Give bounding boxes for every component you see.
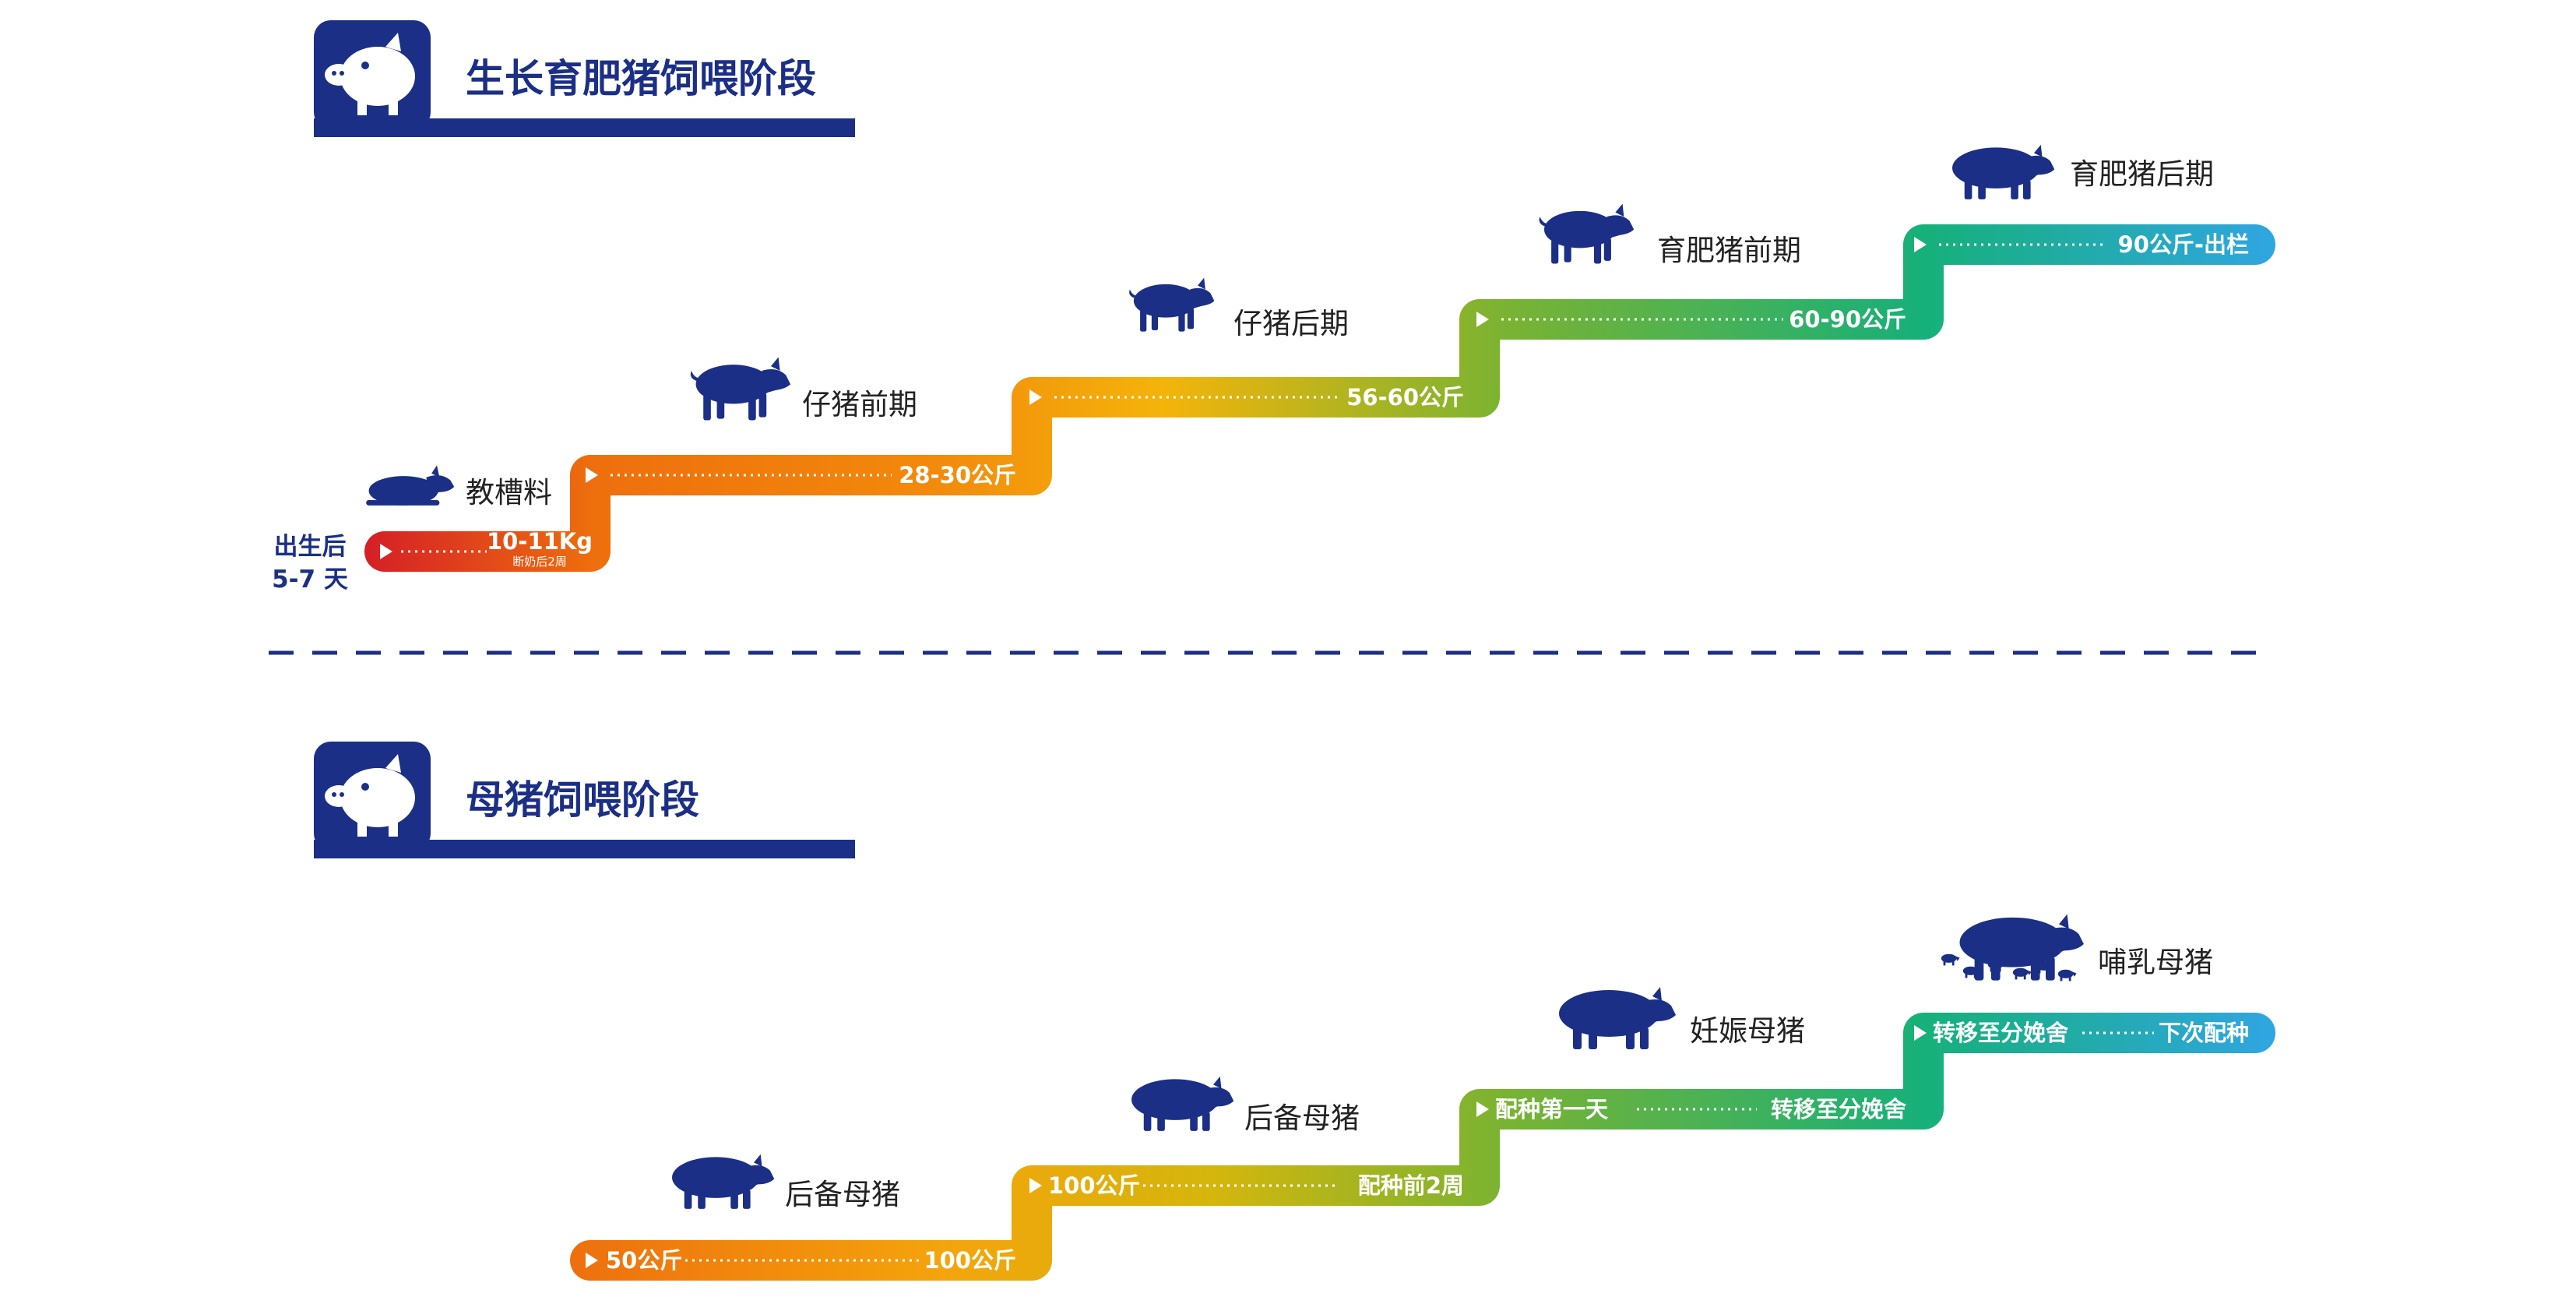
sow-stage2-start: 100公斤 bbox=[1048, 1172, 1141, 1199]
birth-label-line1: 出生后 bbox=[274, 533, 347, 561]
sow-stage3-start: 配种第一天 bbox=[1495, 1096, 1608, 1122]
pig-head-icon bbox=[314, 742, 431, 851]
sow-stage2-end: 配种前2周 bbox=[1358, 1172, 1464, 1199]
stage4-name: 育肥猪前期 bbox=[1657, 234, 1801, 267]
pig-icon bbox=[1539, 203, 1635, 264]
sow-step-markers bbox=[586, 1025, 2154, 1268]
sow-stair-path bbox=[570, 1013, 2275, 1281]
play-arrow-icon bbox=[1914, 1025, 1927, 1041]
sow-stage4-end: 下次配种 bbox=[2159, 1020, 2249, 1046]
sow-stage4-name: 哺乳母猪 bbox=[2098, 946, 2213, 979]
section2-title: 母猪饲喂阶段 bbox=[466, 777, 699, 823]
stage4-range: 60-90公斤 bbox=[1789, 306, 1906, 333]
sow-stage1-start: 50公斤 bbox=[606, 1247, 682, 1274]
play-arrow-icon bbox=[1914, 237, 1927, 252]
sow-stage1-name: 后备母猪 bbox=[785, 1178, 900, 1211]
sow-stage4-start: 转移至分娩舍 bbox=[1933, 1020, 2069, 1046]
stage1-note: 断奶后2周 bbox=[512, 555, 567, 569]
stage2-range: 28-30公斤 bbox=[899, 462, 1016, 488]
stage1-range: 10-11Kg bbox=[487, 528, 593, 555]
sow-stage1-end: 100公斤 bbox=[924, 1247, 1016, 1274]
play-arrow-icon bbox=[380, 544, 392, 559]
header-underline bbox=[314, 840, 855, 858]
section1-title: 生长育肥猪饲喂阶段 bbox=[466, 56, 816, 101]
pig-icon bbox=[1129, 277, 1215, 332]
growth-step-markers bbox=[380, 237, 2103, 559]
pig-head-icon bbox=[314, 20, 431, 129]
play-arrow-icon bbox=[1476, 312, 1489, 327]
nursing-sow-icon bbox=[1941, 914, 2084, 981]
piglet-lying-icon bbox=[366, 465, 455, 506]
sow-stage3-end: 转移至分娩舍 bbox=[1771, 1096, 1907, 1122]
play-arrow-icon bbox=[1029, 1178, 1042, 1193]
stage3-range: 56-60公斤 bbox=[1346, 384, 1464, 411]
stage1-name: 教槽料 bbox=[466, 476, 552, 509]
sow-stage3-name: 妊娠母猪 bbox=[1690, 1014, 1805, 1048]
fat-pig-icon bbox=[1952, 144, 2055, 199]
birth-label-line2: 5-7 天 bbox=[272, 566, 348, 594]
stage5-range: 90公斤-出栏 bbox=[2118, 231, 2249, 258]
play-arrow-icon bbox=[586, 467, 598, 483]
play-arrow-icon bbox=[586, 1253, 598, 1268]
section2-header: 母猪饲喂阶段 bbox=[314, 742, 855, 858]
section1-header: 生长育肥猪饲喂阶段 bbox=[314, 20, 855, 137]
pregnant-sow-icon bbox=[1559, 987, 1676, 1049]
sow-icon bbox=[1131, 1076, 1234, 1131]
sow-stage2-name: 后备母猪 bbox=[1244, 1101, 1360, 1135]
header-underline bbox=[314, 118, 855, 137]
piglet-icon bbox=[690, 357, 791, 421]
play-arrow-icon bbox=[1029, 389, 1042, 405]
sow-icon bbox=[672, 1154, 775, 1209]
stage5-name: 育肥猪后期 bbox=[2070, 157, 2214, 191]
play-arrow-icon bbox=[1476, 1101, 1489, 1117]
growth-stair-path bbox=[364, 224, 2275, 572]
stage2-name: 仔猪前期 bbox=[802, 388, 917, 421]
stage3-name: 仔猪后期 bbox=[1233, 307, 1349, 340]
